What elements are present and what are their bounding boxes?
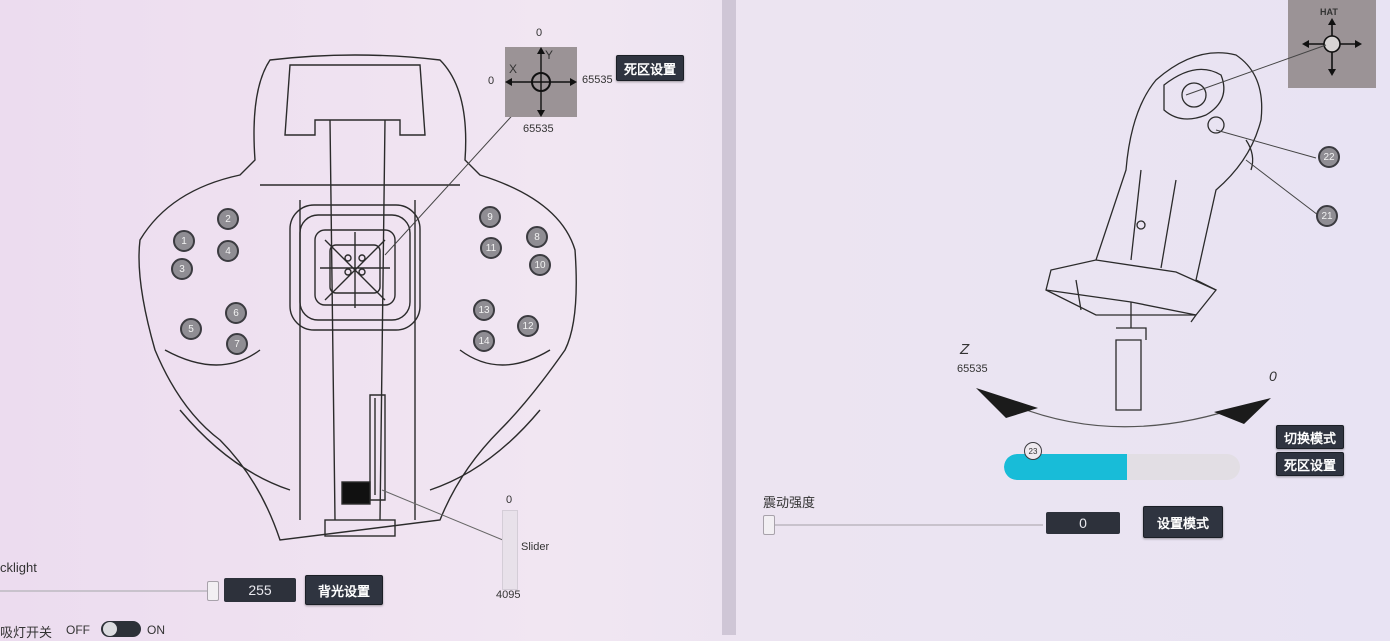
throttle-button-6[interactable]: 6: [225, 302, 247, 324]
throttle-button-7[interactable]: 7: [226, 333, 248, 355]
throttle-button-12[interactable]: 12: [517, 315, 539, 337]
stick-button-22[interactable]: 22: [1318, 146, 1340, 168]
z-axis-arc: [976, 388, 1271, 428]
z-axis-left-value: 65535: [957, 363, 988, 375]
stick-button-21[interactable]: 21: [1316, 205, 1338, 227]
backlight-set-button[interactable]: 背光设置: [305, 575, 383, 605]
throttle-button-3[interactable]: 3: [171, 258, 193, 280]
xy-bottom-value: 65535: [523, 123, 554, 135]
hat-indicator-box: [1288, 0, 1376, 88]
vibration-label: 震动强度: [763, 495, 816, 510]
z-axis-label: Z: [960, 341, 970, 358]
panel-divider: [722, 0, 736, 635]
slider-axis-track[interactable]: [502, 510, 518, 590]
slider-max-label: 4095: [496, 589, 521, 601]
xy-right-value: 65535: [582, 74, 613, 86]
right-deadzone-button[interactable]: 死区设置: [1276, 452, 1344, 476]
vibration-set-mode-button[interactable]: 设置模式: [1143, 506, 1223, 538]
xy-top-value: 0: [536, 27, 543, 39]
throttle-button-14[interactable]: 14: [473, 330, 495, 352]
right-leader-lines: [1185, 44, 1327, 216]
hat-crosshair-icon: [1302, 18, 1362, 76]
backlight-slider-thumb[interactable]: [207, 581, 219, 601]
backlight-value-field[interactable]: 255: [224, 578, 296, 602]
z-axis-progress-fill: [1004, 454, 1127, 480]
throttle-button-13[interactable]: 13: [473, 299, 495, 321]
joystick-stick-drawing: [1045, 52, 1263, 411]
vibration-value-field[interactable]: 0: [1046, 512, 1120, 534]
light-toggle-on-label: ON: [147, 623, 165, 637]
xy-crosshair-icon: [505, 47, 577, 117]
stick-button-23[interactable]: 23: [1024, 442, 1042, 460]
slider-min-label: 0: [506, 494, 513, 506]
z-axis-right-value: 0: [1269, 368, 1277, 384]
light-toggle-switch[interactable]: [101, 621, 141, 637]
z-arrow-right-icon: [1214, 398, 1271, 424]
xy-left-value: 0: [488, 75, 495, 87]
throttle-button-1[interactable]: 1: [173, 230, 195, 252]
toggle-knob: [103, 622, 117, 636]
backlight-label: cklight: [0, 560, 37, 575]
xy-axis-box: [505, 47, 577, 117]
throttle-button-9[interactable]: 9: [479, 206, 501, 228]
slider-leader-line: [381, 489, 511, 544]
throttle-button-8[interactable]: 8: [526, 226, 548, 248]
slider-label: Slider: [521, 541, 550, 553]
vibration-slider-track[interactable]: [763, 524, 1043, 526]
switch-mode-button[interactable]: 切换模式: [1276, 425, 1344, 449]
vibration-slider-thumb[interactable]: [763, 515, 775, 535]
z-axis-progress-bar: [1004, 454, 1240, 480]
light-toggle-label: 吸灯开关: [0, 625, 53, 640]
hat-label: HAT: [1320, 7, 1338, 17]
xy-y-label: Y: [545, 48, 554, 62]
throttle-button-5[interactable]: 5: [180, 318, 202, 340]
light-toggle-off-label: OFF: [66, 623, 90, 637]
throttle-button-2[interactable]: 2: [217, 208, 239, 230]
throttle-button-11[interactable]: 11: [480, 237, 502, 259]
z-arrow-left-icon: [976, 388, 1038, 418]
backlight-slider-track[interactable]: [0, 590, 214, 592]
throttle-button-4[interactable]: 4: [217, 240, 239, 262]
joystick-panel: HAT 22 21 Z 65535 0 23 切换模式 死区设置 震动强度 0 …: [736, 0, 1390, 635]
xy-x-label: X: [509, 62, 518, 76]
throttle-base-drawing: [138, 54, 577, 541]
throttle-panel: Y X 0 0 65535 65535 死区设置 1 2 3 4 5 6 7 8…: [0, 27, 684, 640]
throttle-button-10[interactable]: 10: [529, 254, 551, 276]
left-deadzone-button[interactable]: 死区设置: [616, 55, 684, 81]
